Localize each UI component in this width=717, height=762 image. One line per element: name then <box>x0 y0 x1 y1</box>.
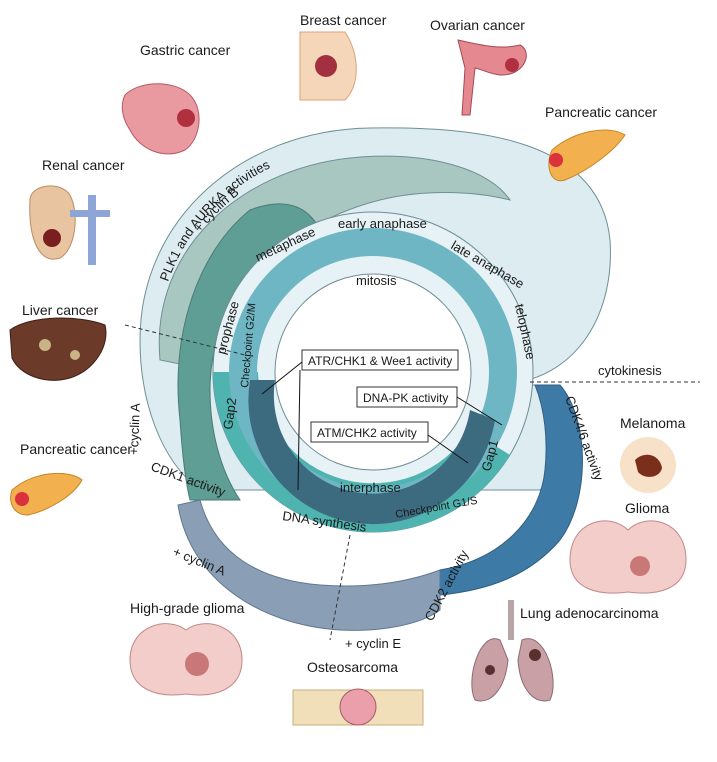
pancreatic-cancer-left-icon <box>10 472 83 516</box>
label-ovarian: Ovarian cancer <box>430 17 525 33</box>
gastric-cancer-icon <box>121 83 200 155</box>
arrow-atr-to-s <box>297 369 301 491</box>
ovarian-cancer-icon <box>457 39 527 116</box>
activity-box-dnapk: DNA-PK activity <box>356 386 458 408</box>
inner-interphase-band <box>248 380 495 525</box>
lung-adenocarcinoma-icon <box>471 600 554 702</box>
label-interphase: interphase <box>340 480 401 495</box>
label-cyclin-a-left: +cyclin A <box>126 403 143 455</box>
label-osteo: Osteosarcoma <box>307 659 398 675</box>
label-mitosis: mitosis <box>356 273 397 288</box>
svg-text:ATR/CHK1 & Wee1 activity: ATR/CHK1 & Wee1 activity <box>308 354 452 368</box>
arrow-atr-to-g2m <box>261 361 303 395</box>
label-pancreatic-left: Pancreatic cancer <box>20 441 132 457</box>
arrow-dnapk <box>456 396 503 426</box>
osteosarcoma-icon <box>292 688 424 726</box>
cdk2-band <box>177 499 441 631</box>
dashed-line-bottom <box>329 534 351 641</box>
label-pancreatic-right: Pancreatic cancer <box>545 104 657 120</box>
pancreatic-cancer-right-icon <box>548 129 626 182</box>
breast-cancer-icon <box>299 31 357 101</box>
label-glioma: Glioma <box>625 500 670 516</box>
label-hgg: High-grade glioma <box>130 600 245 616</box>
label-early-anaphase: early anaphase <box>338 216 427 231</box>
label-gastric: Gastric cancer <box>140 42 231 58</box>
activity-box-atr: ATR/CHK1 & Wee1 activity <box>301 349 459 371</box>
glioma-icon <box>569 520 687 594</box>
activity-box-atm: ATM/CHK2 activity <box>310 421 429 443</box>
liver-cancer-icon <box>9 317 107 381</box>
label-lung: Lung adenocarcinoma <box>520 605 659 621</box>
label-liver: Liver cancer <box>22 302 99 318</box>
center-disk <box>274 273 472 471</box>
label-cytokinesis: cytokinesis <box>598 363 662 378</box>
high-grade-glioma-icon <box>129 623 243 696</box>
label-cyclin-e: + cyclin E <box>345 636 401 651</box>
label-renal: Renal cancer <box>42 157 125 173</box>
svg-text:ATM/CHK2 activity: ATM/CHK2 activity <box>317 426 417 440</box>
label-breast: Breast cancer <box>300 12 387 28</box>
melanoma-icon <box>620 437 676 493</box>
svg-text:DNA-PK activity: DNA-PK activity <box>363 391 448 405</box>
arrow-atm <box>427 434 469 464</box>
label-melanoma: Melanoma <box>620 415 686 431</box>
label-gap2: Gap2 <box>220 397 239 431</box>
renal-cancer-icon <box>29 185 110 265</box>
